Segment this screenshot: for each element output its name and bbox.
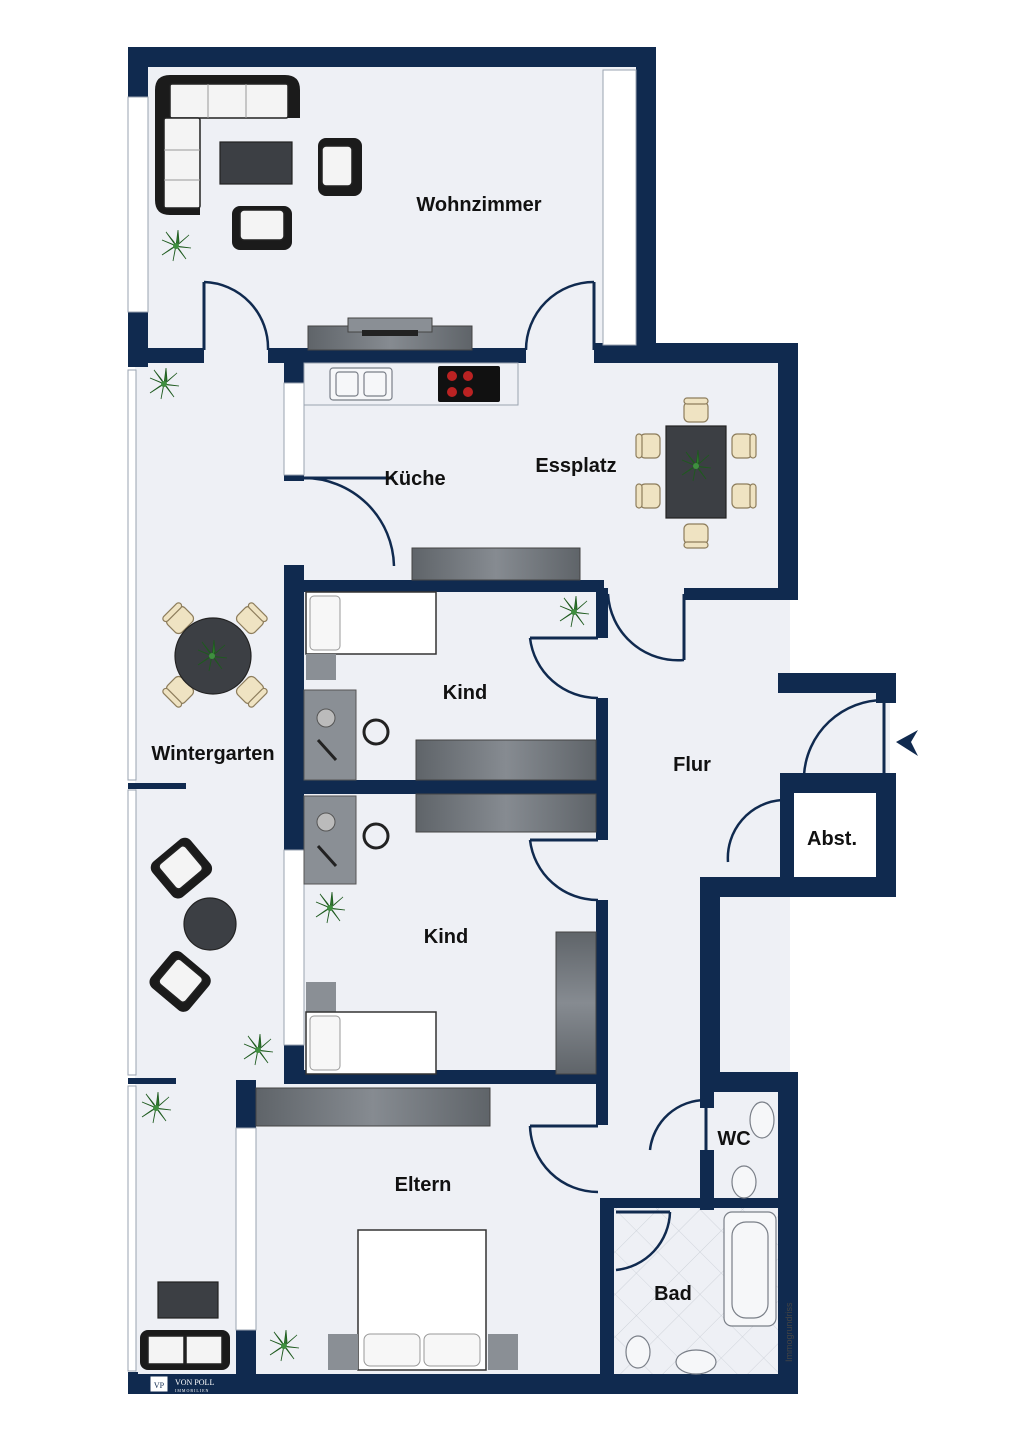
label-wohnzimmer: Wohnzimmer <box>416 194 541 216</box>
label-kind-2: Kind <box>424 926 468 948</box>
label-bad: Bad <box>654 1283 692 1305</box>
logo-subtitle: IMMOBILIEN <box>175 1388 209 1393</box>
entrance-arrow-icon <box>896 730 918 756</box>
label-kueche: Küche <box>384 468 445 490</box>
windows <box>127 69 637 1372</box>
label-flur: Flur <box>673 754 711 776</box>
logo-name: VON POLL <box>175 1378 214 1387</box>
label-abstellraum: Abst. <box>807 828 857 850</box>
kitchen-furniture <box>149 362 757 581</box>
room-labels: Wohnzimmer Küche Essplatz Kind Kind Wint… <box>151 194 857 1305</box>
eltern-furniture <box>255 1087 518 1371</box>
label-kind-1: Kind <box>443 682 487 704</box>
label-eltern: Eltern <box>395 1174 452 1196</box>
credit-text: Immogrundriss <box>784 1302 794 1362</box>
sanitary-fixtures <box>625 1101 777 1375</box>
company-logo: VP VON POLL IMMOBILIEN <box>149 1375 214 1393</box>
living-room-furniture <box>155 75 473 351</box>
kind-1-furniture <box>303 591 597 781</box>
kind-2-furniture <box>303 793 597 1075</box>
doors <box>202 280 886 1272</box>
label-wc: WC <box>717 1128 750 1150</box>
wintergarden-furniture <box>140 601 274 1370</box>
label-wintergarten: Wintergarten <box>151 743 274 765</box>
logo-monogram: VP <box>154 1381 165 1390</box>
label-essplatz: Essplatz <box>535 455 616 477</box>
walls <box>128 47 896 1394</box>
